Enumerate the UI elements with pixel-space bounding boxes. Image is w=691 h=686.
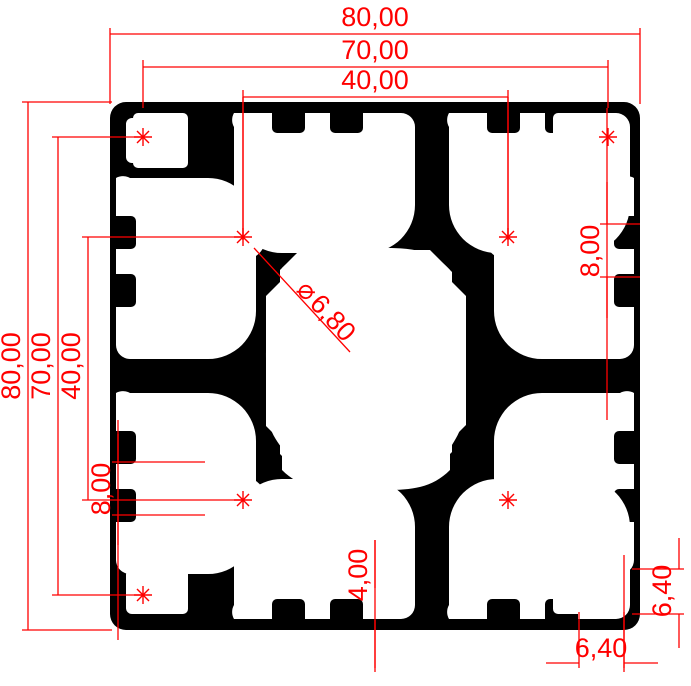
dim-70-left: 70,00 xyxy=(26,136,145,596)
dim-40-left: 40,00 xyxy=(56,236,245,501)
dim-40-top-label: 40,00 xyxy=(341,65,409,95)
dim-8-left-label: 8,00 xyxy=(86,463,116,516)
dim-8-right-label: 8,00 xyxy=(575,225,605,278)
dim-80-top-label: 80,00 xyxy=(341,2,409,32)
center-mark-hole-br xyxy=(499,491,517,509)
profile-cavities xyxy=(116,113,634,619)
dim-80-top: 80,00 xyxy=(109,2,641,104)
dim-80-left: 80,00 xyxy=(0,101,112,631)
dim-640-vertical: 6,40 xyxy=(632,538,684,648)
center-mark-pocket-tr xyxy=(599,128,617,146)
center-marks xyxy=(134,128,617,604)
dim-80-left-label: 80,00 xyxy=(0,332,26,400)
dim-70-left-label: 70,00 xyxy=(26,332,56,400)
dim-640-h-label: 6,40 xyxy=(575,633,628,663)
dim-4-bottom-label: 4,00 xyxy=(343,549,373,602)
dim-640-v-label: 6,40 xyxy=(647,565,677,618)
dim-70-top-label: 70,00 xyxy=(341,35,409,65)
dim-70-top: 70,00 xyxy=(142,35,609,108)
center-mark-pocket-tl xyxy=(134,128,152,146)
dim-8-left: 8,00 xyxy=(86,434,205,545)
construction-lines xyxy=(117,97,625,672)
center-mark-pocket-bl xyxy=(134,586,152,604)
dim-40-left-label: 40,00 xyxy=(56,332,86,400)
dimension-layer: 80,00 70,00 40,00 80,00 70,0 xyxy=(0,2,684,672)
center-mark-hole-bl xyxy=(234,491,252,509)
